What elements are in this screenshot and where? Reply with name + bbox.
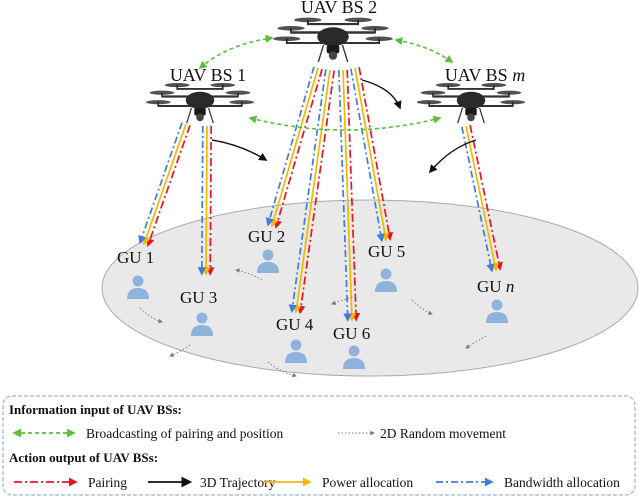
pairing-link-gu-1	[146, 125, 191, 247]
link-arrows	[138, 66, 503, 322]
trajectory-arrows	[211, 79, 477, 174]
legend-broadcast-label: Broadcasting of pairing and position	[86, 426, 283, 441]
gu-label-3: GU 3	[180, 288, 217, 307]
gu-n-user-icon	[486, 299, 508, 323]
power-link-gu-2	[269, 67, 319, 228]
legend-info-title: Information input of UAV BSs:	[9, 402, 182, 417]
pairing-link-gu-4	[296, 70, 336, 315]
gu-label-6: GU 6	[333, 324, 370, 343]
gu-label-1: GU 1	[117, 248, 154, 267]
random-movement-arrows	[139, 268, 487, 378]
pairing-link-gu-2	[273, 68, 323, 229]
gu-label-5: GU 5	[368, 242, 405, 261]
legend-trajectory-label: 3D Trajectory	[200, 475, 276, 490]
random-move-arrow	[169, 344, 191, 357]
gu-label-4: GU 4	[276, 315, 314, 334]
gu-1-user-icon	[127, 275, 149, 299]
legend-power-label: Power allocation	[322, 475, 413, 490]
power-link-gu-5	[354, 67, 389, 242]
bandwidth-link-gu-4	[288, 69, 327, 314]
random-move-arrow	[465, 335, 487, 349]
power-link-gu-6	[342, 69, 357, 322]
gu-label-n: GU n	[477, 277, 514, 296]
gu-3-user-icon	[191, 312, 213, 336]
random-move-arrow	[267, 361, 297, 378]
power-link-gu-3	[201, 125, 211, 276]
bandwidth-link-gu-6	[337, 70, 352, 322]
uav-drones	[145, 17, 526, 124]
bandwidth-link-gu-n	[461, 126, 495, 273]
uav-bs-m-drone	[416, 83, 526, 124]
gu-2-user-icon	[257, 249, 279, 273]
uav-bs-2-drone	[273, 17, 393, 63]
legend-random-label: 2D Random movement	[380, 426, 506, 441]
legend-bandwidth-label: Bandwidth allocation	[504, 475, 620, 490]
uav-label-m: UAV BS m	[445, 65, 525, 85]
broadcast-arrow-1-2	[198, 34, 274, 70]
gu-label-2: GU 2	[248, 227, 285, 246]
gu-5-user-icon	[375, 268, 397, 292]
legend: Information input of UAV BSs: Broadcasti…	[2, 395, 636, 496]
pairing-link-gu-6	[346, 69, 361, 322]
random-move-arrow	[235, 268, 263, 281]
broadcast-arrow-1-m	[248, 115, 442, 131]
ground-area	[101, 199, 639, 377]
pairing-link-gu-5	[358, 67, 394, 241]
trajectory-arrow-uav2	[361, 79, 402, 110]
legend-action-title: Action output of UAV BSs:	[9, 450, 158, 465]
bandwidth-link-gu-5	[350, 68, 385, 243]
trajectory-arrow-uav1	[211, 139, 268, 161]
bandwidth-link-gu-1	[138, 122, 183, 245]
gu-4-user-icon	[285, 339, 307, 363]
power-link-gu-1	[142, 123, 187, 246]
bandwidth-link-gu-3	[197, 125, 207, 276]
legend-pairing-label: Pairing	[88, 475, 127, 490]
uav-bs-1-drone	[145, 83, 255, 124]
legend-box	[2, 395, 636, 496]
bandwidth-link-gu-2	[265, 66, 315, 227]
uav-label-1: UAV BS 1	[170, 65, 246, 85]
uav-label-2: UAV BS 2	[301, 0, 377, 17]
pairing-link-gu-3	[205, 126, 215, 276]
gu-6-user-icon	[343, 345, 365, 369]
trajectory-arrow-uavm	[428, 139, 477, 174]
power-link-gu-n	[465, 125, 499, 272]
ground-user-icons	[127, 249, 508, 369]
broadcast-arrows	[198, 34, 454, 131]
power-link-gu-4	[292, 69, 331, 314]
broadcast-arrow-2-m	[394, 37, 454, 63]
